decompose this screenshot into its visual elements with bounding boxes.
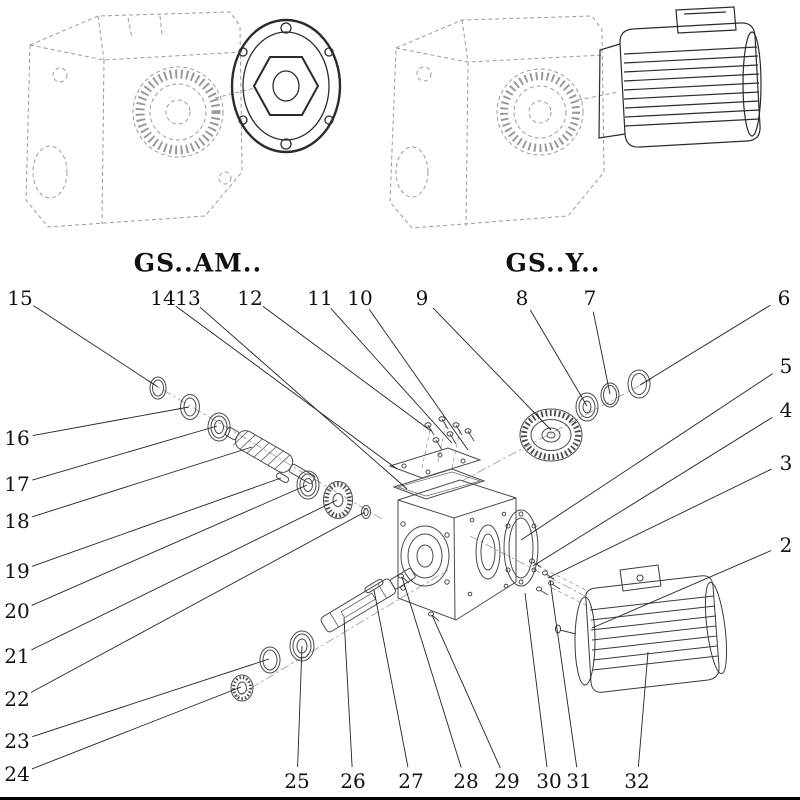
exploded-assembly	[149, 369, 728, 702]
variant-label-gs-y: GS..Y..	[505, 248, 601, 278]
key-pin-19	[276, 472, 290, 483]
worm-gear-21	[323, 481, 353, 519]
part-number-30: 30	[536, 769, 562, 793]
key-27	[364, 578, 384, 594]
part-number-2: 2	[779, 533, 793, 557]
bearing-8	[575, 392, 599, 422]
part-number-15: 15	[7, 286, 33, 310]
washer-24	[230, 674, 254, 702]
helical-gear-9	[519, 408, 583, 462]
spacer-22	[361, 505, 371, 519]
part-number-12: 12	[237, 286, 263, 310]
worm-shaft-18	[224, 426, 316, 485]
gasket-13	[392, 468, 486, 500]
circlip-23	[259, 646, 281, 674]
bearing-20	[296, 470, 320, 500]
part-number-32: 32	[624, 769, 650, 793]
flange-bolts	[529, 558, 561, 596]
gearbox-sketch-gs-y	[389, 15, 619, 229]
part-number-29: 29	[494, 769, 520, 793]
gear-housing	[397, 479, 517, 621]
retaining-ring-15	[149, 376, 167, 400]
cover-bolts	[424, 416, 475, 451]
leader-lines	[30, 304, 773, 770]
part-number-23: 23	[4, 729, 30, 753]
part-number-4: 4	[779, 398, 793, 422]
part-number-19: 19	[4, 559, 30, 583]
part-number-22: 22	[4, 687, 30, 711]
part-number-17: 17	[4, 472, 30, 496]
motor-sketch	[598, 6, 762, 148]
motor-32	[555, 564, 728, 693]
part-number-20: 20	[4, 599, 30, 623]
bearing-17	[207, 412, 231, 442]
part-number-21: 21	[4, 644, 30, 668]
part-number-6: 6	[777, 286, 791, 310]
circlip-7	[600, 382, 620, 408]
part-number-26: 26	[340, 769, 366, 793]
gearbox-sketch-gs-am	[25, 11, 256, 228]
part-number-16: 16	[4, 426, 30, 450]
part-number-10: 10	[347, 286, 373, 310]
seal-ring-6	[627, 369, 651, 399]
bottom-border	[0, 797, 800, 800]
part-number-9: 9	[415, 286, 429, 310]
seal-ring-16	[180, 394, 200, 420]
part-number-3: 3	[779, 451, 793, 475]
variant-label-gs-am: GS..AM..	[133, 248, 263, 278]
part-number-11: 11	[307, 286, 333, 310]
part-number-5: 5	[779, 354, 793, 378]
screw-29	[428, 611, 440, 622]
part-number-28: 28	[453, 769, 479, 793]
part-number-14: 14	[150, 286, 176, 310]
part-number-31: 31	[566, 769, 592, 793]
part-number-18: 18	[4, 509, 30, 533]
part-number-24: 24	[4, 762, 30, 786]
part-number-7: 7	[583, 286, 597, 310]
flange-gasket-5	[503, 509, 539, 587]
part-number-13: 13	[175, 286, 201, 310]
part-number-8: 8	[515, 286, 529, 310]
cover-plate-14	[388, 447, 482, 479]
output-shaft-26	[320, 567, 416, 633]
part-number-27: 27	[398, 769, 424, 793]
flange-sketch	[230, 18, 342, 154]
part-number-25: 25	[284, 769, 310, 793]
